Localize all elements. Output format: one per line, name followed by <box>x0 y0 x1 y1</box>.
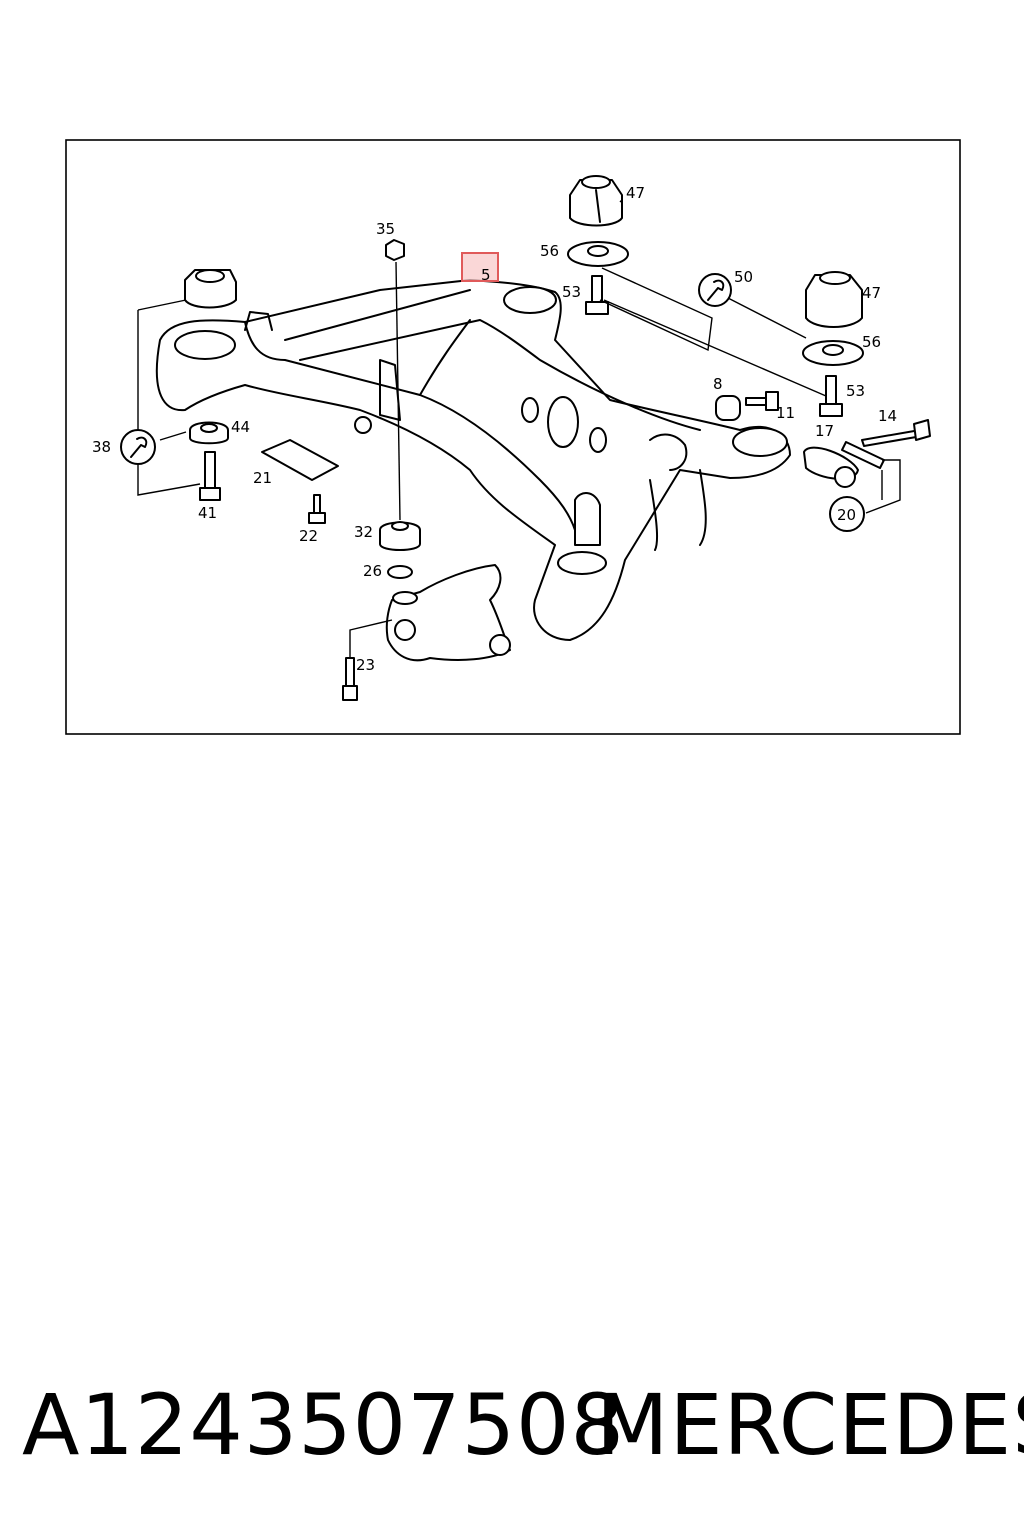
part-23-screw <box>342 657 358 701</box>
label-14: 14 <box>878 407 897 425</box>
label-11: 11 <box>776 404 795 422</box>
part-8-bushing <box>715 395 741 421</box>
label-56-upper: 56 <box>540 242 559 260</box>
label-50: 50 <box>734 268 753 286</box>
label-38: 38 <box>92 438 111 456</box>
label-5: 5 <box>481 266 491 284</box>
part-14-bolt <box>861 419 931 447</box>
part-56-upper-hole <box>587 245 609 257</box>
part-47-right-mount <box>805 271 863 328</box>
part-56-right-hole <box>822 344 844 356</box>
caption: A1243507508 MERCEDES <box>0 1370 1024 1480</box>
label-22: 22 <box>299 527 318 545</box>
part-21-shield <box>261 439 339 481</box>
part-53-upper-bolt <box>585 275 609 315</box>
label-56-right: 56 <box>862 333 881 351</box>
label-47-upper: 47 <box>626 184 645 202</box>
label-20: 20 <box>837 506 856 524</box>
part-53-right-bolt <box>819 375 843 417</box>
part-41-bolt <box>199 451 221 501</box>
label-47-right: 47 <box>862 284 881 302</box>
label-21: 21 <box>253 469 272 487</box>
rear-subframe-diagram: 35 5 47 56 53 50 47 56 53 8 11 17 14 20 … <box>65 139 961 735</box>
part-5-highlight <box>461 252 499 282</box>
label-44: 44 <box>231 418 250 436</box>
label-8: 8 <box>713 375 723 393</box>
part-26-washer <box>387 565 413 579</box>
leader-lines <box>137 199 901 658</box>
wrench-icon-50 <box>698 273 732 307</box>
wrench-icon-38 <box>120 429 156 465</box>
label-53-right: 53 <box>846 382 865 400</box>
part-22-screw <box>308 494 326 524</box>
label-26: 26 <box>363 562 382 580</box>
part-number: A1243507508 <box>22 1376 625 1474</box>
part-20-callout-circle <box>829 496 865 532</box>
label-41: 41 <box>198 504 217 522</box>
subframe-body <box>155 279 791 641</box>
label-17: 17 <box>815 422 834 440</box>
part-upper-left-mount <box>184 269 237 309</box>
part-44-bushing <box>189 421 229 445</box>
label-32: 32 <box>354 523 373 541</box>
label-35: 35 <box>376 220 395 238</box>
part-32-bushing <box>379 521 421 551</box>
differential-housing <box>385 564 511 662</box>
part-47-upper-mount <box>569 175 623 227</box>
label-53-upper: 53 <box>562 283 581 301</box>
part-11-bolt <box>745 391 779 411</box>
part-20-link <box>803 441 885 488</box>
part-35-nut <box>385 239 405 261</box>
label-23: 23 <box>356 656 375 674</box>
brand-name: MERCEDES <box>596 1376 1024 1474</box>
